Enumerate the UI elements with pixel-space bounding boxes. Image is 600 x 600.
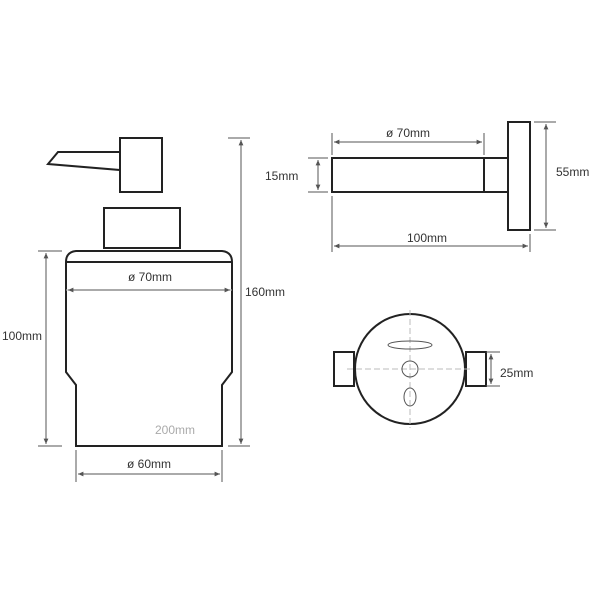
dim-height-glass-label: 100mm [2,329,42,343]
dim-width-bottom [75,450,223,482]
glass-body [65,262,233,447]
dim-height-total [228,137,250,447]
dim-holder-height-label: 55mm [556,165,589,179]
dim-holder-depth-label: 100mm [407,231,447,245]
dim-width-bottom-label: ø 60mm [127,457,171,471]
pump-nozzle [46,151,121,172]
dim-holder-diameter [331,133,485,155]
dim-holder-depth [331,196,531,252]
dim-holder-diameter-label: ø 70mm [386,126,430,140]
holder-arm [331,157,485,193]
wall-plate [507,121,531,231]
dim-height-glass [38,250,62,447]
dim-width-top-label: ø 70mm [128,270,172,284]
holder-front-view [333,310,487,428]
mount-slot-bottom [403,387,417,407]
dispenser-lid [64,250,234,263]
mount-hole-center [401,360,419,378]
pump-head [119,137,163,193]
capacity-label: 200mm [155,423,195,437]
dim-holder-height [534,121,556,231]
pump-collar [103,207,181,249]
holder-side-view [331,121,531,231]
dim-holder-thickness [308,157,328,193]
soap-dispenser [46,137,234,447]
dim-holder-thickness-label: 15mm [265,169,298,183]
holder-stem [483,157,509,193]
dim-mount-label: 25mm [500,366,533,380]
mount-slot-top [387,340,433,350]
dim-height-total-label: 160mm [245,285,285,299]
dim-mount [486,351,500,387]
